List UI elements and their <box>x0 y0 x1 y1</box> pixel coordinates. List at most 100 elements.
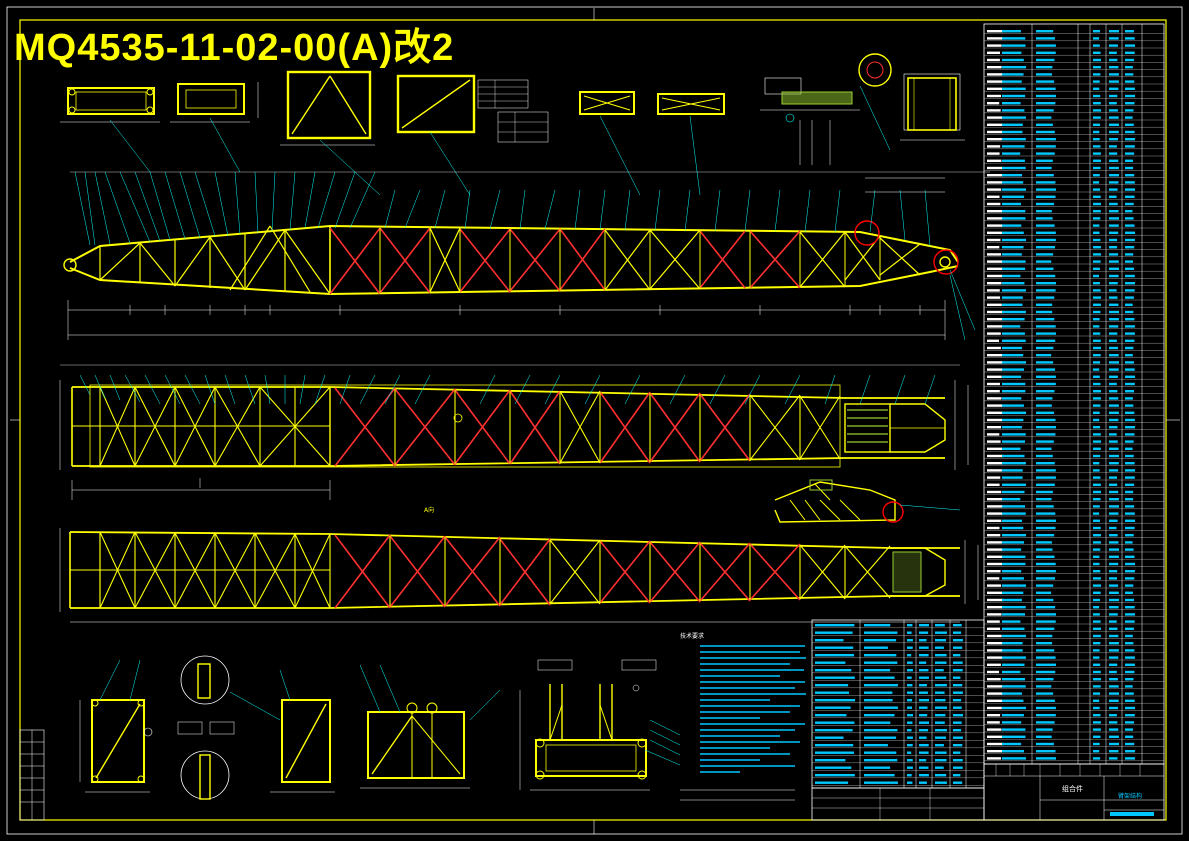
parts-cell <box>987 418 1003 422</box>
parts-cell <box>1093 634 1101 638</box>
parts-cell <box>1125 584 1134 587</box>
parts-cell <box>1093 627 1101 630</box>
parts-cell <box>1036 555 1055 558</box>
parts-cell <box>1002 361 1026 364</box>
parts-cell <box>1109 505 1119 508</box>
parts-cell <box>1093 411 1100 414</box>
parts-cell <box>1109 375 1118 378</box>
parts-cell <box>1093 246 1101 249</box>
parts-cell <box>1125 750 1135 753</box>
parts-cell <box>907 729 912 732</box>
parts-cell <box>987 649 1003 652</box>
parts-cell <box>919 676 929 679</box>
parts-cell <box>953 706 962 709</box>
parts-cell <box>815 699 855 702</box>
parts-cell <box>1125 735 1134 738</box>
parts-cell <box>987 714 1001 717</box>
parts-cell <box>987 87 1003 90</box>
parts-cell <box>953 631 962 634</box>
parts-cell <box>1125 483 1135 486</box>
parts-cell <box>1109 577 1117 580</box>
parts-cell <box>1002 210 1026 213</box>
parts-cell <box>935 646 944 649</box>
parts-cell <box>987 382 1000 386</box>
parts-cell <box>987 440 1001 443</box>
parts-cell <box>1002 138 1026 141</box>
parts-cell <box>1093 692 1101 695</box>
parts-cell <box>1093 591 1101 594</box>
parts-cell <box>987 195 1000 198</box>
parts-cell <box>935 744 944 747</box>
parts-cell <box>1002 426 1022 429</box>
parts-cell <box>1093 512 1100 515</box>
parts-cell <box>1093 310 1101 314</box>
parts-cell <box>1002 310 1026 314</box>
parts-cell <box>987 562 1003 566</box>
parts-cell <box>1036 181 1056 184</box>
parts-cell <box>1036 73 1052 76</box>
parts-cell <box>907 751 912 754</box>
parts-cell <box>1093 30 1100 33</box>
parts-cell <box>1036 138 1056 141</box>
parts-cell <box>1036 627 1055 630</box>
parts-cell <box>1002 253 1022 256</box>
parts-cell <box>1036 620 1056 623</box>
parts-cell <box>1109 678 1118 681</box>
parts-cell <box>1093 253 1101 256</box>
parts-cell <box>987 685 1003 688</box>
parts-cell <box>1002 728 1026 731</box>
parts-cell <box>864 631 898 634</box>
parts-cell <box>1002 80 1022 83</box>
parts-cell <box>1036 325 1056 328</box>
parts-cell <box>1036 649 1055 652</box>
parts-cell <box>1036 58 1055 62</box>
parts-cell <box>1125 138 1135 141</box>
parts-cell <box>1002 202 1021 206</box>
parts-cell <box>1036 433 1056 436</box>
parts-cell <box>1109 318 1119 321</box>
parts-cell <box>1093 231 1100 234</box>
parts-cell <box>1093 498 1101 501</box>
parts-cell <box>1036 440 1054 443</box>
parts-cell <box>1036 519 1056 522</box>
parts-cell <box>987 346 1001 350</box>
parts-cell <box>1109 642 1119 645</box>
parts-cell <box>1093 555 1100 558</box>
parts-cell <box>1109 620 1117 623</box>
parts-cell <box>1109 627 1118 630</box>
parts-cell <box>919 669 929 672</box>
parts-cell <box>1002 570 1022 573</box>
parts-cell <box>907 736 913 739</box>
boom-plan-view <box>59 380 969 500</box>
parts-cell <box>1093 195 1101 198</box>
leader-lines-top <box>70 115 990 196</box>
parts-cell <box>1002 73 1024 76</box>
parts-cell <box>1002 591 1024 594</box>
parts-cell <box>1109 663 1118 666</box>
parts-cell <box>1002 606 1026 609</box>
parts-cell <box>1109 742 1119 746</box>
parts-cell <box>1093 663 1101 666</box>
parts-cell <box>1036 260 1052 263</box>
parts-cell <box>1093 166 1101 170</box>
parts-cell <box>1036 728 1053 731</box>
outer-frame <box>6 6 1183 835</box>
parts-cell <box>864 684 898 687</box>
parts-cell <box>1093 462 1100 465</box>
parts-cell <box>1036 238 1056 242</box>
parts-cell <box>1125 116 1133 119</box>
parts-cell <box>1036 750 1056 753</box>
parts-cell <box>919 661 927 664</box>
parts-cell <box>1109 426 1118 429</box>
parts-cell <box>935 676 947 679</box>
parts-cell <box>1002 87 1026 90</box>
parts-cell <box>815 781 849 784</box>
parts-cell <box>1093 454 1101 458</box>
parts-cell <box>1093 274 1099 278</box>
parts-list-right <box>983 23 1165 765</box>
parts-cell <box>1109 210 1119 213</box>
parts-cell <box>987 152 1000 155</box>
parts-cell <box>953 759 963 762</box>
parts-cell <box>935 721 945 724</box>
